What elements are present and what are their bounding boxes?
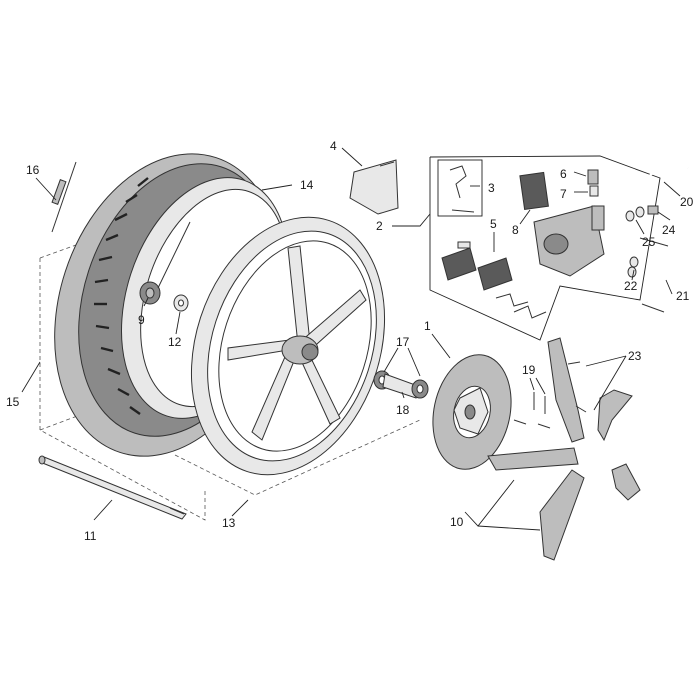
- callout-1: 1: [424, 319, 431, 333]
- callout-2: 2: [376, 219, 383, 233]
- wheel-spokes: [227, 245, 367, 441]
- wheel-axle: [38, 455, 187, 520]
- brake-caliper: [519, 171, 605, 277]
- callout-20: 20: [680, 195, 694, 209]
- callout-10: 10: [450, 515, 464, 529]
- instruction-sheet: [349, 159, 399, 215]
- callout-8: 8: [512, 223, 519, 237]
- brake-hose: [631, 165, 689, 215]
- pad-springs: [495, 293, 547, 319]
- brake-kit-box: [429, 155, 661, 341]
- callout-13: 13: [222, 516, 236, 530]
- callout-15: 15: [6, 395, 20, 409]
- tyre-valve: [51, 161, 77, 233]
- fairing-screws: [567, 361, 587, 413]
- caliper-bolts: [627, 237, 669, 313]
- callout-4: 4: [330, 139, 337, 153]
- wheel-rim: [190, 216, 386, 476]
- callout-7: 7: [560, 187, 567, 201]
- disc-screws: [513, 392, 551, 429]
- callout-6: 6: [560, 167, 567, 181]
- callout-23: 23: [628, 349, 642, 363]
- tyre-tread: [94, 177, 149, 415]
- callout-14: 14: [300, 178, 314, 192]
- pad-pin: [437, 159, 483, 217]
- callout-16: 16: [26, 163, 40, 177]
- brake-pads: [441, 241, 513, 291]
- speedometer-drive: [139, 221, 191, 305]
- callout-22: 22: [624, 279, 638, 293]
- callout-17: 17: [396, 335, 410, 349]
- callout-25: 25: [642, 235, 656, 249]
- callout-9: 9: [138, 313, 145, 327]
- callout-3: 3: [488, 181, 495, 195]
- callout-19: 19: [522, 363, 536, 377]
- brake-disc: [432, 354, 512, 470]
- callout-18: 18: [396, 403, 410, 417]
- bleed-valve: [587, 169, 599, 197]
- callout-5: 5: [490, 217, 497, 231]
- mudguard-pieces: [487, 337, 641, 561]
- leader-lines: [21, 147, 681, 531]
- callout-12: 12: [168, 335, 182, 349]
- callout-11: 11: [84, 529, 97, 543]
- callout-24: 24: [662, 223, 676, 237]
- callout-labels: 1 2 3 4 5 6 7 8 9 10 11 12 13 14 15 16 1…: [6, 139, 694, 543]
- banjo-bolt: [625, 205, 659, 222]
- washer: [173, 294, 189, 312]
- callout-21: 21: [676, 289, 690, 303]
- wheel-bearings: [373, 370, 429, 399]
